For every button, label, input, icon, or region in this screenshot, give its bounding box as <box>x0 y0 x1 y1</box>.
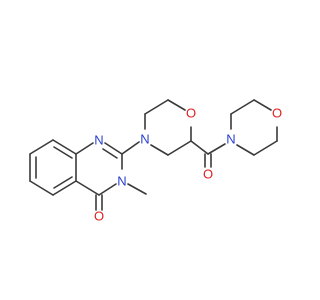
bond <box>121 141 140 155</box>
atom-morpholine-o: O <box>186 106 196 121</box>
atom-carbonyl-o: O <box>203 167 213 182</box>
bond <box>75 180 100 196</box>
bond <box>53 176 73 189</box>
bond <box>98 183 117 196</box>
atom-o4: O <box>94 209 104 224</box>
bond <box>127 183 147 195</box>
bond <box>104 142 123 155</box>
bond <box>29 180 54 196</box>
bond <box>52 180 77 196</box>
bond <box>167 99 186 111</box>
bond <box>144 99 169 115</box>
atom-right-n: N <box>226 132 235 147</box>
bond <box>207 143 226 155</box>
atom-morpholine-n: N <box>140 132 149 147</box>
bond <box>253 99 272 111</box>
atom-right-o: O <box>272 106 282 121</box>
bond <box>190 140 209 155</box>
bond <box>236 144 255 156</box>
bond <box>253 140 278 156</box>
bond <box>102 148 118 159</box>
atom-labels: N N O N O O N O <box>94 106 282 224</box>
bond <box>75 142 94 155</box>
bond <box>53 146 73 159</box>
structure-diagram: N N O N O O N O <box>29 99 282 224</box>
bond <box>167 140 192 156</box>
bond <box>29 139 54 155</box>
bond <box>230 99 255 115</box>
bonds <box>29 99 278 211</box>
bond <box>150 144 169 156</box>
atom-n1: N <box>94 133 103 148</box>
atom-n3: N <box>117 174 126 189</box>
bond <box>52 139 77 155</box>
molecule-canvas: N N O N O O N O <box>29 99 282 224</box>
